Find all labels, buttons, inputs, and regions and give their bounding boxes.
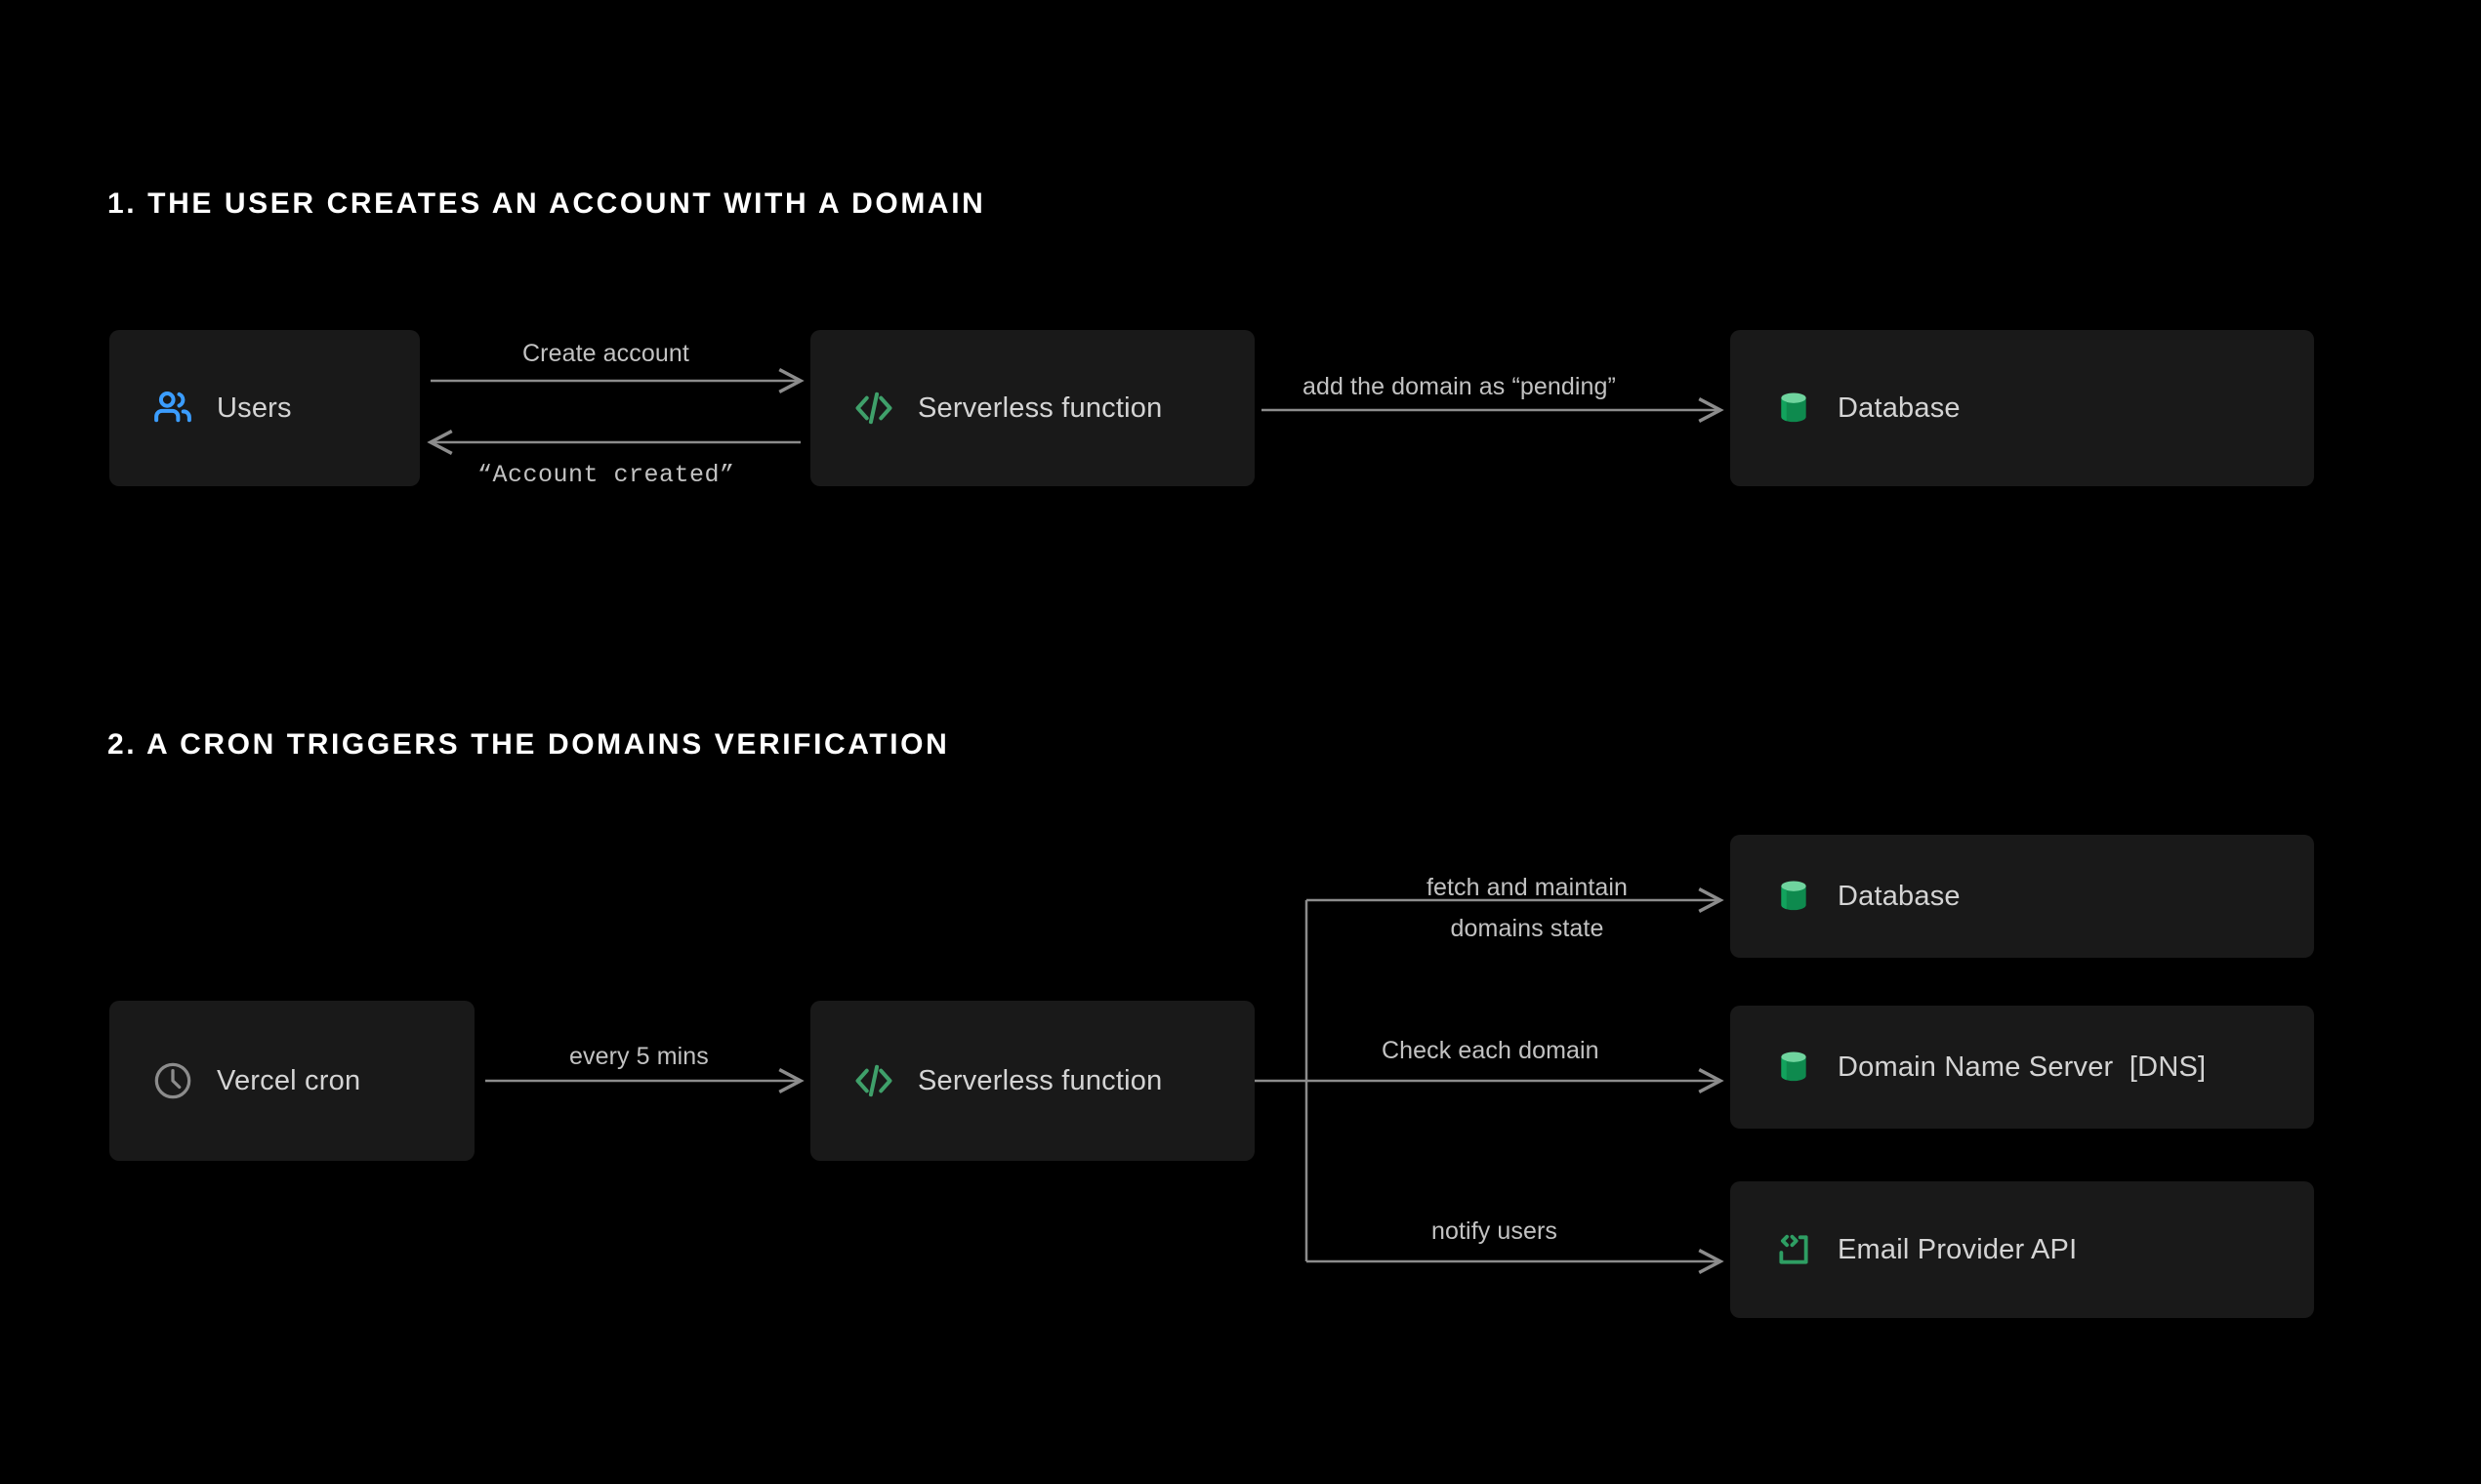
node-serverless-function-1[interactable]: Serverless function: [810, 330, 1255, 486]
section-1-heading: 1. THE USER CREATES AN ACCOUNT WITH A DO…: [107, 187, 986, 220]
code-icon: [851, 1058, 896, 1103]
node-email-provider-api[interactable]: Email Provider API: [1730, 1181, 2314, 1318]
edge-label-every-5-mins: every 5 mins: [569, 1043, 709, 1070]
database-icon: [1771, 386, 1816, 431]
node-domain-name-server-label: Domain Name Server [DNS]: [1838, 1051, 2207, 1083]
node-users[interactable]: Users: [109, 330, 420, 486]
edge-label-notify-users: notify users: [1431, 1217, 1558, 1245]
node-database-2[interactable]: Database: [1730, 835, 2314, 958]
section-2-heading: 2. A CRON TRIGGERS THE DOMAINS VERIFICAT…: [107, 728, 950, 761]
edge-label-fetch-maintain-line-2: domains state: [1450, 915, 1604, 942]
node-database-2-label: Database: [1838, 880, 1961, 912]
clock-icon: [150, 1058, 195, 1103]
node-serverless-function-2[interactable]: Serverless function: [810, 1001, 1255, 1161]
edge-label-check-domain: Check each domain: [1382, 1037, 1599, 1064]
database-icon: [1771, 874, 1816, 919]
database-icon: [1771, 1045, 1816, 1090]
node-vercel-cron-label: Vercel cron: [217, 1064, 361, 1096]
edge-label-account-created: “Account created”: [477, 461, 735, 489]
code-icon: [851, 386, 896, 431]
node-domain-name-server[interactable]: Domain Name Server [DNS]: [1730, 1006, 2314, 1129]
edge-label-fetch-maintain: fetch and maintain domains state: [1366, 867, 1688, 949]
node-email-provider-api-label: Email Provider API: [1838, 1233, 2078, 1265]
node-serverless-function-1-label: Serverless function: [918, 392, 1163, 424]
edge-label-add-domain: add the domain as “pending”: [1303, 373, 1616, 400]
node-serverless-function-2-label: Serverless function: [918, 1064, 1163, 1096]
edge-label-create-account: Create account: [522, 340, 689, 367]
edge-label-fetch-maintain-line-1: fetch and maintain: [1426, 874, 1629, 901]
api-bracket-icon: [1771, 1227, 1816, 1272]
users-icon: [150, 386, 195, 431]
node-database-1[interactable]: Database: [1730, 330, 2314, 486]
node-users-label: Users: [217, 392, 292, 424]
node-vercel-cron[interactable]: Vercel cron: [109, 1001, 475, 1161]
node-database-1-label: Database: [1838, 392, 1961, 424]
